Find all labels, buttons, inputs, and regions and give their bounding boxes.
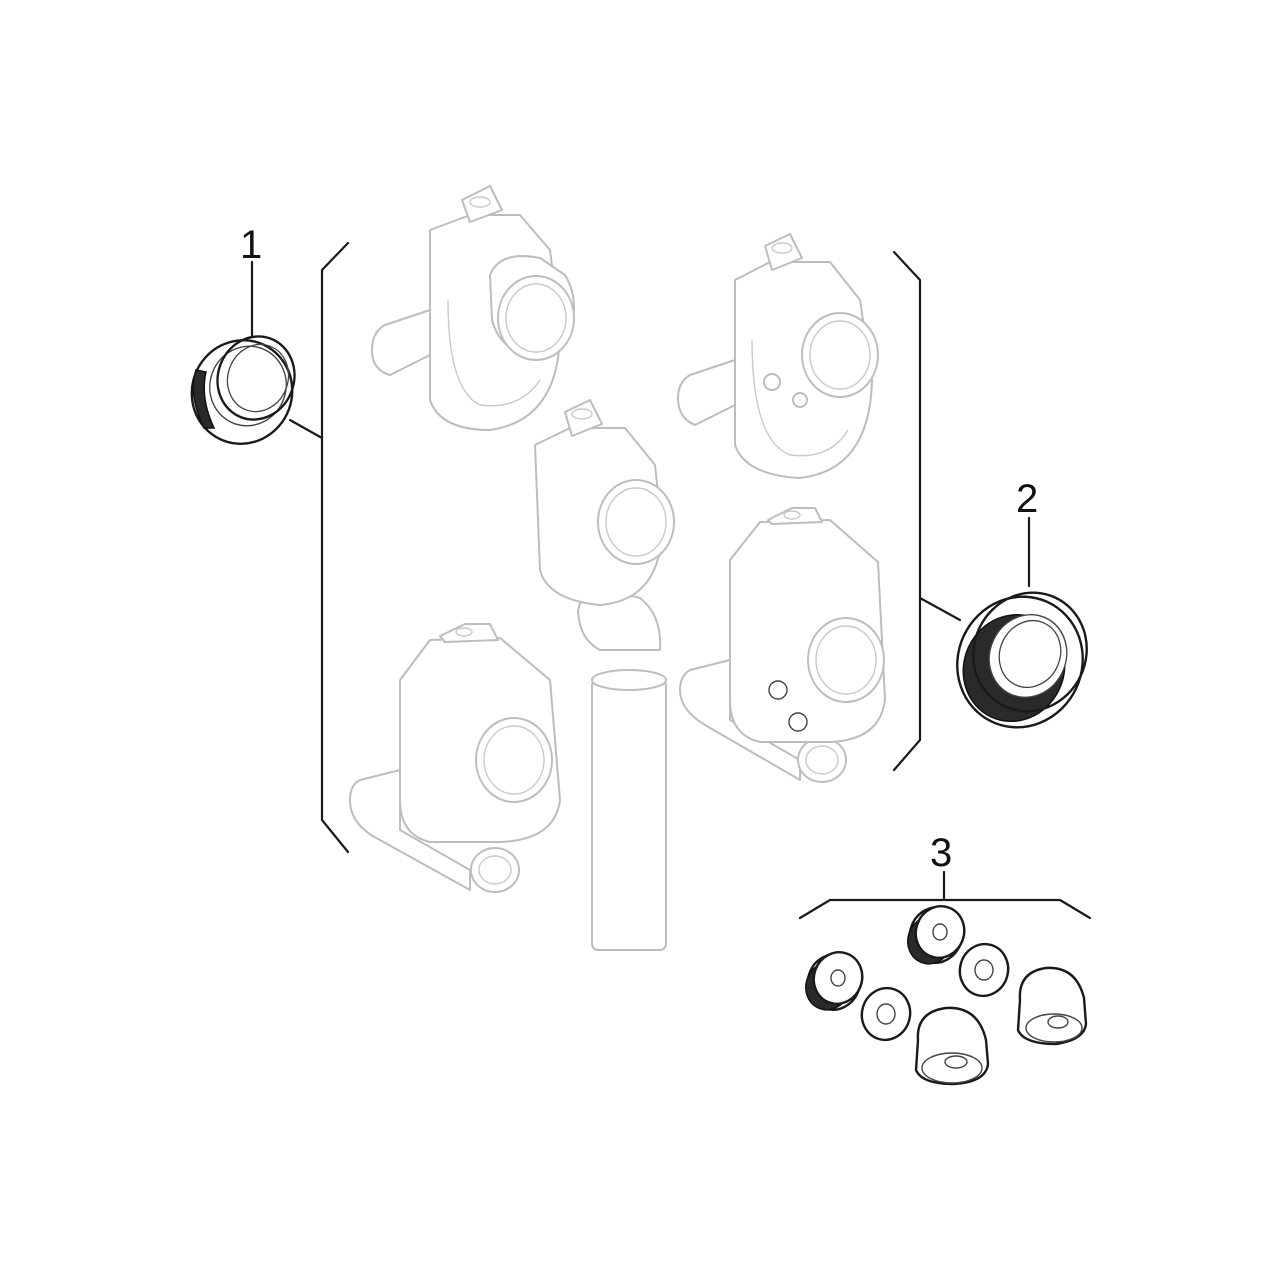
trap-variant-center: [534, 399, 675, 951]
left-bracket: [320, 241, 350, 854]
washer-middle: [958, 942, 1010, 998]
left-bracket-connector: [288, 418, 324, 440]
trap-variant-bottom-left: [349, 623, 561, 893]
trap-variant-bottom-right: [679, 507, 886, 783]
trap-variant-top-left: [371, 185, 575, 431]
part-1-seal-ring: [190, 335, 296, 445]
bottom-bracket: [798, 898, 1092, 920]
callout-label-3: 3: [930, 831, 952, 875]
washer-left: [860, 986, 912, 1042]
cap-bottom: [914, 1006, 990, 1086]
callout-label-1: 1: [240, 223, 262, 267]
rosette-top: [907, 905, 966, 965]
right-bracket: [892, 250, 922, 772]
cap-right: [1016, 966, 1088, 1046]
part-2-seal-ring: [956, 591, 1088, 729]
trap-variant-top-right: [677, 233, 879, 479]
rosette-left: [805, 951, 864, 1011]
callout-label-2: 2: [1016, 477, 1038, 521]
part-3-fixing-set: [805, 905, 1088, 1086]
right-bracket-connector: [918, 596, 962, 622]
